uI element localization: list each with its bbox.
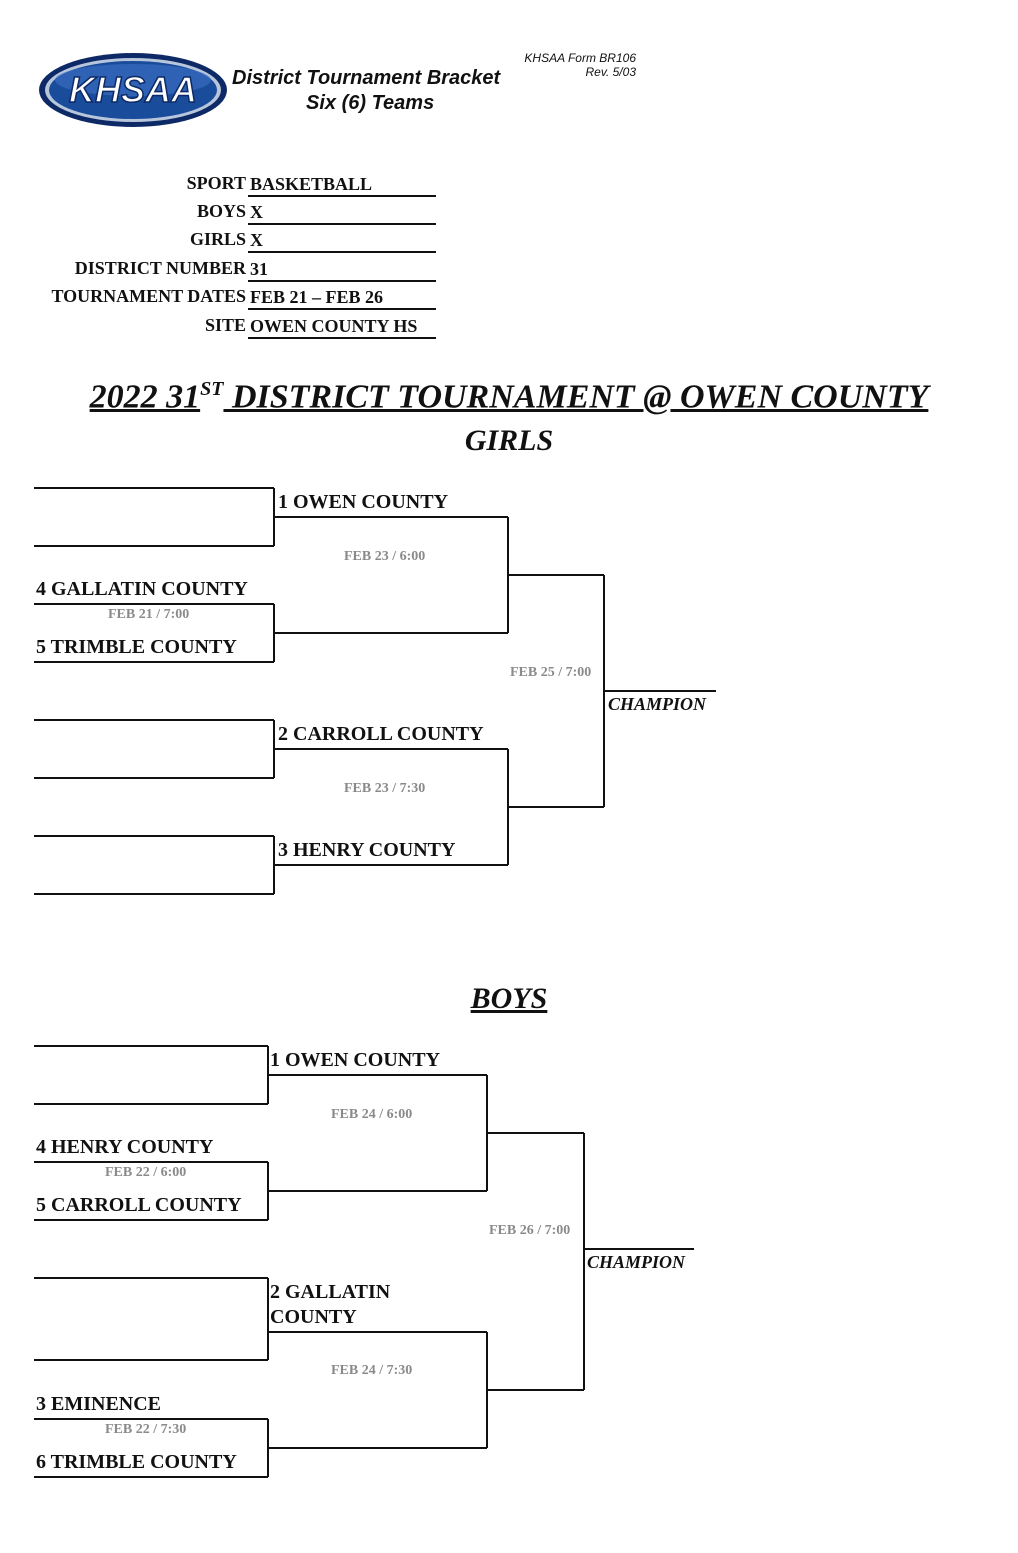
girls-game-first: FEB 21 / 7:00 — [108, 607, 190, 622]
girls-label: GIRLS — [189, 229, 246, 249]
form-title: District Tournament Bracket — [232, 67, 501, 89]
form-subtitle: Six (6) Teams — [306, 92, 435, 114]
boys-seed-5: 5 CARROLL COUNTY — [36, 1194, 242, 1216]
boys-game-final: FEB 26 / 7:00 — [489, 1223, 571, 1238]
site-label: SITE — [204, 315, 246, 335]
girls-seed-4: 4 GALLATIN COUNTY — [36, 578, 248, 600]
girls-champion: CHAMPION — [608, 694, 707, 714]
title-part2: DISTRICT TOURNAMENT @ OWEN COUNTY — [223, 378, 929, 416]
boys-game-semi2: FEB 24 / 7:30 — [331, 1363, 413, 1378]
form-code: KHSAA Form BR106 — [524, 51, 636, 65]
girls-game-semi2: FEB 23 / 7:30 — [344, 781, 426, 796]
girls-value: X — [248, 229, 436, 253]
dates-value: FEB 21 – FEB 26 — [248, 286, 436, 310]
boys-label: BOYS — [196, 201, 246, 221]
boys-seed-3: 3 EMINENCE — [36, 1393, 162, 1415]
boys-seed-2-line2: COUNTY — [270, 1306, 357, 1328]
boys-heading: BOYS — [470, 982, 548, 1015]
girls-game-semi1: FEB 23 / 6:00 — [344, 549, 426, 564]
girls-seed-1: 1 OWEN COUNTY — [278, 491, 449, 513]
boys-seed-2-line1: 2 GALLATIN — [270, 1281, 391, 1303]
boys-value: X — [248, 201, 436, 225]
sport-label: SPORT — [186, 173, 246, 193]
logo-text: KHSAA — [69, 69, 197, 110]
title-sup: ST — [200, 378, 224, 400]
boys-champion: CHAMPION — [587, 1252, 686, 1272]
form-revision: Rev. 5/03 — [585, 65, 636, 79]
boys-seed-4: 4 HENRY COUNTY — [36, 1136, 214, 1158]
boys-seed-6: 6 TRIMBLE COUNTY — [36, 1451, 237, 1473]
district-value: 31 — [248, 258, 436, 282]
sport-value: BASKETBALL — [248, 173, 436, 197]
tournament-title: 2022 31ST DISTRICT TOURNAMENT @ OWEN COU… — [0, 378, 1018, 416]
boys-seed-1: 1 OWEN COUNTY — [270, 1049, 441, 1071]
khsaa-logo: KHSAA — [39, 53, 227, 127]
dates-label: TOURNAMENT DATES — [51, 286, 246, 306]
girls-game-final: FEB 25 / 7:00 — [510, 665, 592, 680]
boys-game-first2: FEB 22 / 7:30 — [105, 1422, 187, 1437]
district-label: DISTRICT NUMBER — [74, 258, 246, 278]
girls-seed-3: 3 HENRY COUNTY — [278, 839, 456, 861]
girls-seed-2: 2 CARROLL COUNTY — [278, 723, 484, 745]
girls-seed-5: 5 TRIMBLE COUNTY — [36, 636, 237, 658]
boys-game-first1: FEB 22 / 6:00 — [105, 1165, 187, 1180]
title-part1: 2022 31 — [89, 378, 201, 416]
boys-game-semi1: FEB 24 / 6:00 — [331, 1107, 413, 1122]
girls-heading: GIRLS — [464, 424, 554, 457]
site-value: OWEN COUNTY HS — [248, 315, 436, 339]
